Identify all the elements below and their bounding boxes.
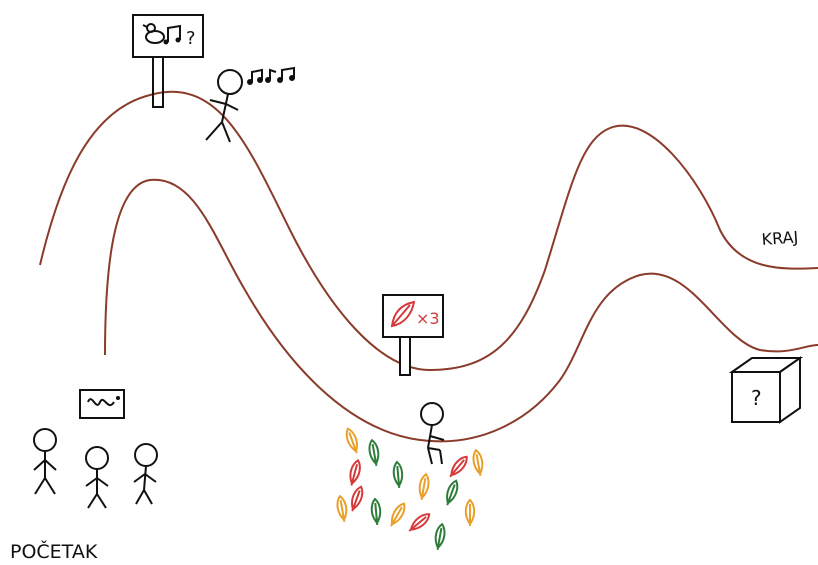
leaf-icon xyxy=(336,495,349,522)
leaf-icon xyxy=(433,523,446,550)
resting-person xyxy=(421,403,444,464)
leaf-icon xyxy=(344,427,361,454)
leaf-icon xyxy=(348,485,365,512)
start-sign xyxy=(80,390,124,418)
mystery-box: ? xyxy=(732,358,800,422)
leaf-multiplier-text: ×3 xyxy=(416,309,440,328)
leaf-icon xyxy=(472,449,485,476)
start-label: POČETAK xyxy=(10,539,98,563)
end-label: KRAJ xyxy=(761,227,799,249)
leaf-icon xyxy=(368,439,381,466)
leaf-sign: ×3 xyxy=(383,295,443,375)
path-inner-edge xyxy=(105,180,818,442)
question-box-icon: ? xyxy=(751,386,762,410)
leaf-icon xyxy=(371,499,382,526)
leaf-icon xyxy=(443,479,460,506)
leaf-icon xyxy=(347,459,362,486)
person xyxy=(134,444,157,504)
music-sign: ? xyxy=(133,15,203,107)
music-notes-icon xyxy=(248,68,294,84)
music-sign-question-text: ? xyxy=(186,28,196,49)
leaf-icon xyxy=(393,462,404,489)
leaf-icon xyxy=(417,473,430,500)
leaf-icon xyxy=(466,500,474,526)
leaves xyxy=(336,427,485,550)
leaf-icon xyxy=(407,511,432,534)
person xyxy=(34,429,56,494)
start-people xyxy=(34,429,157,508)
person xyxy=(86,447,108,508)
leaf-icon xyxy=(387,502,407,529)
leaf-icon xyxy=(447,454,470,479)
